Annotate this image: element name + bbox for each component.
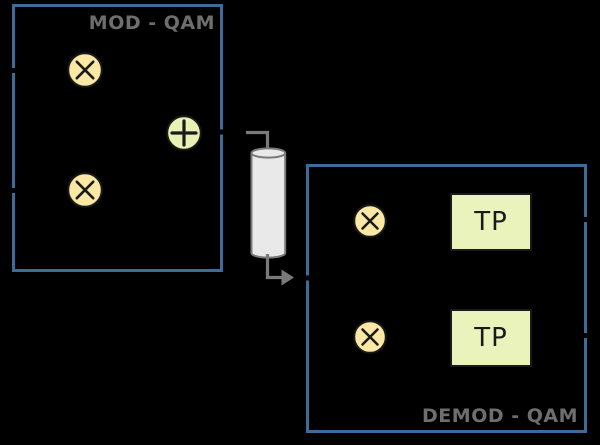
mod-qam-block: MOD - QAM [12, 4, 223, 272]
mod-to-channel-connector [246, 130, 270, 152]
arrow-right-icon [281, 269, 294, 286]
demod-qam-block: DEMOD - QAM [306, 164, 587, 433]
lowpass-filter-label-1: TP [474, 207, 508, 237]
demod-multiplier-node-i [353, 204, 387, 238]
mod-multiplier-node-q [67, 172, 103, 208]
multiply-icon [361, 212, 379, 230]
mod-adder-node [166, 115, 202, 151]
demod-multiplier-node-q [353, 320, 387, 354]
mod-multiplier-node-i [67, 52, 103, 88]
lowpass-filter-box-2: TP [450, 309, 532, 367]
mod-qam-title: MOD - QAM [88, 12, 215, 34]
multiply-icon [75, 180, 95, 200]
channel-cylinder-top [250, 147, 287, 159]
plus-icon [170, 119, 198, 147]
demod-qam-title: DEMOD - QAM [422, 405, 578, 427]
multiply-icon [75, 60, 95, 80]
channel-to-demod-connector [265, 254, 282, 280]
lowpass-filter-label-2: TP [474, 323, 508, 353]
channel-cylinder [250, 153, 287, 259]
lowpass-filter-box-1: TP [450, 193, 532, 251]
multiply-icon [361, 328, 379, 346]
